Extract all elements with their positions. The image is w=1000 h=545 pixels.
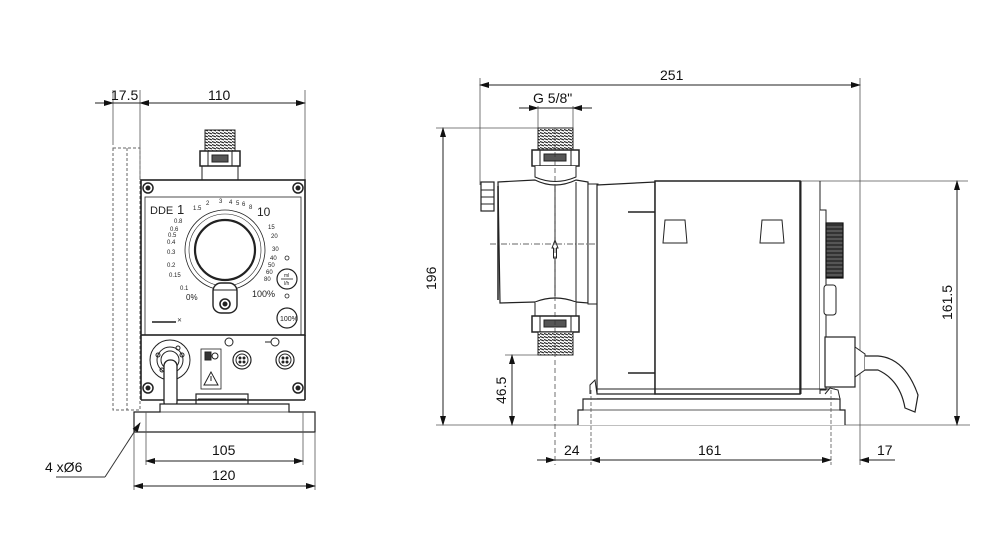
dim-width-110: 110 (208, 87, 231, 103)
front-view: 17.5 110 (45, 87, 316, 490)
svg-text:100%: 100% (252, 289, 275, 299)
svg-text:50: 50 (268, 263, 275, 269)
connector-1 (224, 337, 252, 370)
brand-logo: ✕ (152, 318, 182, 324)
dim-rear-offset: 17 (877, 442, 893, 458)
dial[interactable] (184, 209, 266, 314)
svg-text:15: 15 (268, 225, 275, 231)
connector-2 (265, 337, 295, 370)
svg-text:0.3: 0.3 (167, 250, 176, 256)
svg-text:80: 80 (264, 277, 271, 283)
svg-text:3: 3 (219, 199, 223, 205)
dimension-inlet-height: 46.5 (493, 354, 540, 426)
dial-scale-right: 15 20 30 40 50 60 80 100% (252, 225, 279, 299)
dim-foot-outer: 120 (212, 467, 236, 483)
warning-label (200, 348, 222, 390)
model-label: DDE (150, 205, 173, 217)
dim-foot-inner: 105 (212, 442, 236, 458)
rear-bracket-hidden (112, 147, 141, 411)
svg-text:40: 40 (270, 256, 277, 262)
svg-text:0.1: 0.1 (180, 286, 189, 292)
svg-text:l/h: l/h (284, 281, 290, 287)
front-panel: DDE 1 0.8 0.6 0.5 0.4 0.3 0.2 0.15 0.1 0… (140, 179, 306, 336)
top-fitting (199, 129, 241, 181)
svg-text:6: 6 (242, 202, 246, 208)
svg-text:8: 8 (249, 205, 253, 211)
dim-inlet-offset: 24 (564, 442, 580, 458)
motor-housing (596, 180, 821, 395)
svg-text:100%: 100% (280, 316, 298, 323)
dim-overall-length: 251 (660, 67, 684, 83)
hole-callout: 4 xØ6 (45, 422, 141, 478)
svg-text:60: 60 (266, 270, 273, 276)
dim-body-height: 161.5 (939, 285, 955, 320)
rear-controls (820, 209, 919, 413)
dimension-width-top: 17.5 110 (95, 87, 306, 180)
dim-holes: 4 xØ6 (45, 459, 83, 475)
base-foot (133, 393, 316, 490)
dim-back-offset: 17.5 (111, 87, 138, 103)
svg-text:0.4: 0.4 (167, 240, 176, 246)
svg-text:5: 5 (236, 201, 240, 207)
svg-text:0.2: 0.2 (167, 263, 176, 269)
100-percent-button[interactable]: 100% (276, 307, 298, 329)
dimension-overall-height: 196 (423, 127, 540, 426)
dial-scale-left: 1 0.8 0.6 0.5 0.4 0.3 0.2 0.15 0.1 0% (167, 202, 198, 302)
unit-toggle-button[interactable]: ml l/h (276, 255, 298, 299)
svg-text:0.6: 0.6 (170, 227, 179, 233)
svg-text:ml: ml (284, 273, 289, 279)
svg-text:0%: 0% (186, 293, 198, 302)
dim-foot-span: 161 (698, 442, 722, 458)
svg-text:1: 1 (177, 202, 184, 217)
dim-inlet-height: 46.5 (493, 377, 509, 404)
dimension-body-height: 161.5 (800, 180, 968, 426)
svg-text:4: 4 (229, 200, 233, 206)
svg-text:1.5: 1.5 (193, 206, 202, 212)
dimension-foot: 105 120 (133, 442, 316, 489)
svg-text:2: 2 (206, 201, 210, 207)
suction-port (149, 339, 191, 409)
svg-text:0.5: 0.5 (168, 233, 177, 239)
svg-text:20: 20 (271, 234, 278, 240)
svg-text:30: 30 (272, 247, 279, 253)
dim-thread: G 5/8" (533, 90, 572, 106)
connector-area (140, 335, 306, 409)
dimension-bottom: 24 161 17 (537, 390, 895, 465)
svg-text:0.8: 0.8 (174, 219, 183, 225)
svg-text:10: 10 (257, 205, 271, 219)
svg-text:✕: ✕ (177, 318, 182, 324)
dial-scale-top: 1.5 2 3 4 5 6 8 10 (193, 199, 271, 219)
svg-text:0.15: 0.15 (169, 273, 181, 279)
dimension-thread: G 5/8" (519, 90, 592, 130)
side-base (577, 378, 846, 425)
dim-overall-height: 196 (423, 266, 439, 290)
side-view: 251 G 5/8" 196 161.5 46. (423, 67, 970, 465)
